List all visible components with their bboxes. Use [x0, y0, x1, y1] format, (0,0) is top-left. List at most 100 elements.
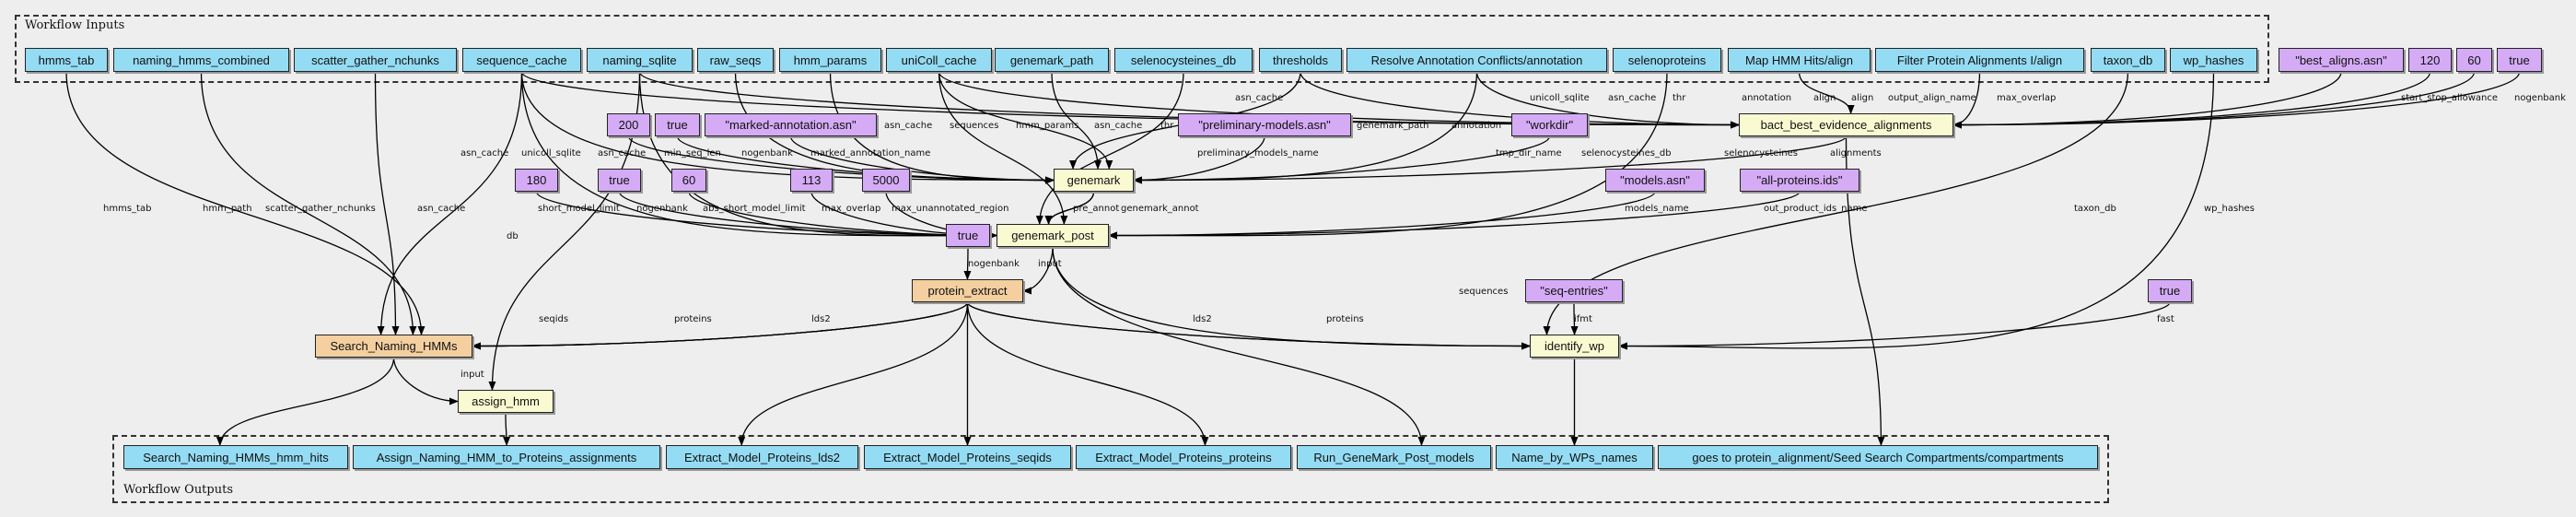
subworkflow-w-sn[interactable]: Search_Naming_HMMs — [315, 335, 472, 358]
edge-label: nogenbank — [968, 259, 1020, 269]
step-s-gmpost[interactable]: genemark_post — [997, 224, 1109, 247]
edge-label: max_overlap — [1997, 93, 2056, 103]
constant-c-trueb[interactable]: true — [2497, 48, 2542, 72]
constant-c-60b[interactable]: 60 — [2456, 48, 2492, 72]
edge-label: input — [460, 370, 484, 380]
constant-c-113[interactable]: 113 — [790, 169, 833, 192]
edge-label: nogenbank — [2514, 93, 2566, 103]
edge-label: thr — [1160, 121, 1174, 131]
constant-c-allprot[interactable]: "all-proteins.ids" — [1740, 169, 1859, 192]
edge-label: models_name — [1625, 204, 1689, 214]
workflow-outputs-label: Workflow Outputs — [123, 483, 233, 497]
edge-label: out_product_ids_name — [1764, 204, 1868, 214]
edge-label: preliminary_models_name — [1197, 148, 1319, 159]
workflow-input-in-raw-seqs[interactable]: raw_seqs — [697, 48, 774, 72]
edge-label: genemark_path — [1357, 121, 1429, 131]
edge-in-maphmm-to-s-bact — [1798, 71, 1855, 114]
edge-label: scatter_gather_nchunks — [265, 204, 376, 214]
edge-in-naming-sqlite-to-s-bact — [638, 71, 1740, 129]
edge-w-pe-to-o-proteins — [966, 301, 1209, 446]
workflow-input-in-hmms-tab[interactable]: hmms_tab — [25, 48, 108, 72]
edge-in-unicoll-to-s-genemark — [938, 71, 1113, 170]
edge-label: sequences — [950, 121, 998, 131]
step-s-assign[interactable]: assign_hmm — [458, 390, 554, 413]
edge-in-thresholds-to-s-bact — [1300, 71, 1740, 129]
step-s-idwp[interactable]: identify_wp — [1530, 335, 1619, 358]
workflow-output-o-hits[interactable]: Search_Naming_HMMs_hmm_hits — [123, 445, 348, 469]
edge-c-truefast-to-s-idwp — [1618, 301, 2171, 350]
edge-w-sn-to-s-assign — [392, 357, 459, 405]
edge-label: unicoll_sqlite — [1530, 93, 1590, 103]
constant-c-models[interactable]: "models.asn" — [1605, 169, 1705, 192]
constant-c-true2[interactable]: true — [598, 169, 641, 192]
edge-label: asn_cache — [598, 148, 646, 159]
edge-label: asn_cache — [417, 204, 465, 214]
workflow-input-in-resolve[interactable]: Resolve Annotation Conflicts/annotation — [1346, 48, 1607, 72]
edge-label: asn_cache — [1608, 93, 1656, 103]
constant-c-true3[interactable]: true — [946, 224, 990, 247]
edge-label: min_seq_len — [664, 148, 721, 159]
workflow-output-o-proteins[interactable]: Extract_Model_Proteins_proteins — [1076, 445, 1291, 469]
edge-c-60-to-s-gmpost — [688, 191, 997, 240]
constant-c-seqent[interactable]: "seq-entries" — [1525, 279, 1623, 302]
edge-label: seqids — [539, 314, 568, 324]
workflow-inputs-label: Workflow Inputs — [25, 18, 125, 32]
edge-w-sn-to-o-hits — [216, 357, 395, 446]
edge-in-seqcache-to-s-genemark — [520, 71, 1055, 184]
subworkflow-w-pe[interactable]: protein_extract — [912, 279, 1023, 302]
edge-label: fast — [2157, 314, 2174, 324]
workflow-input-in-hmm-params[interactable]: hmm_params — [779, 48, 881, 72]
edge-label: asn_cache — [1094, 121, 1142, 131]
edge-c-trueb-to-s-bact — [1952, 71, 2521, 129]
workflow-input-in-seleno-db[interactable]: selenocysteines_db — [1114, 48, 1253, 72]
edge-in-naming-sqlite-to-s-assign — [488, 71, 641, 391]
edge-s-gmpost-to-w-pe — [1022, 246, 1054, 295]
edge-label: abs_short_model_limit — [703, 204, 806, 214]
edge-label: unicoll_sqlite — [521, 148, 581, 159]
constant-c-120[interactable]: 120 — [2408, 48, 2452, 72]
workflow-input-in-filter[interactable]: Filter Protein Alignments I/align — [1875, 48, 2084, 72]
constant-c-true1[interactable]: true — [655, 113, 700, 136]
constant-c-60[interactable]: 60 — [671, 169, 706, 192]
constant-c-marked[interactable]: "marked-annotation.asn" — [705, 113, 877, 136]
edge-label: hmms_tab — [103, 204, 151, 214]
edge-label: hmm_path — [203, 204, 252, 214]
workflow-input-in-wp[interactable]: wp_hashes — [2170, 48, 2257, 72]
workflow-output-o-seqids[interactable]: Extract_Model_Proteins_seqids — [864, 445, 1071, 469]
edge-label: selenocysteines — [1724, 148, 1798, 159]
edge-in-seqcache-to-w-sn — [377, 71, 523, 335]
edge-s-bact-to-s-genemark — [1133, 135, 1847, 184]
edge-label: selenocysteines_db — [1581, 148, 1672, 159]
constant-c-180[interactable]: 180 — [515, 169, 558, 192]
workflow-input-in-seqcache[interactable]: sequence_cache — [462, 48, 581, 72]
workflow-output-o-gmmodels[interactable]: Run_GeneMark_Post_models — [1297, 445, 1491, 469]
workflow-output-o-compart[interactable]: goes to protein_alignment/Seed Search Co… — [1658, 445, 2098, 469]
workflow-output-o-assign[interactable]: Assign_Naming_HMM_to_Proteins_assignment… — [353, 445, 660, 469]
edge-s-gmpost-to-o-gmmodels — [1052, 246, 1426, 446]
workflow-input-in-unicoll[interactable]: uniColl_cache — [886, 48, 992, 72]
workflow-input-in-selenoproteins[interactable]: selenoproteins — [1613, 48, 1721, 72]
edge-in-selenoproteins-to-s-gmpost — [1108, 71, 1668, 240]
step-s-genemark[interactable]: genemark — [1054, 169, 1134, 192]
edge-label: short_model_limit — [538, 204, 620, 214]
constant-c-truefast[interactable]: true — [2148, 279, 2192, 302]
constant-c-200[interactable]: 200 — [607, 113, 650, 136]
edge-in-genemark-path-to-s-genemark — [1051, 71, 1102, 170]
constant-c-best[interactable]: "best_aligns.asn" — [2279, 48, 2404, 72]
workflow-input-in-naming-sqlite[interactable]: naming_sqlite — [587, 48, 693, 72]
workflow-output-o-lds2[interactable]: Extract_Model_Proteins_lds2 — [666, 445, 858, 469]
edge-label: align — [1851, 93, 1873, 103]
workflow-output-o-wpnames[interactable]: Name_by_WPs_names — [1496, 445, 1653, 469]
edge-label: asn_cache — [460, 148, 508, 159]
workflow-input-in-naming-hmms[interactable]: naming_hmms_combined — [113, 48, 289, 72]
constant-c-5000[interactable]: 5000 — [862, 169, 910, 192]
workflow-input-in-scatter[interactable]: scatter_gather_nchunks — [294, 48, 457, 72]
workflow-input-in-taxon[interactable]: taxon_db — [2091, 48, 2165, 72]
constant-c-workdir[interactable]: "workdir" — [1511, 113, 1588, 136]
edge-s-bact-to-o-compart — [1845, 135, 1885, 446]
workflow-input-in-thresholds[interactable]: thresholds — [1259, 48, 1342, 72]
workflow-input-in-maphmm[interactable]: Map HMM Hits/align — [1728, 48, 1871, 72]
step-s-bact[interactable]: bact_best_evidence_alignments — [1739, 113, 1953, 136]
constant-c-prelim[interactable]: "preliminary-models.asn" — [1178, 113, 1351, 136]
workflow-input-in-genemark-path[interactable]: genemark_path — [995, 48, 1109, 72]
